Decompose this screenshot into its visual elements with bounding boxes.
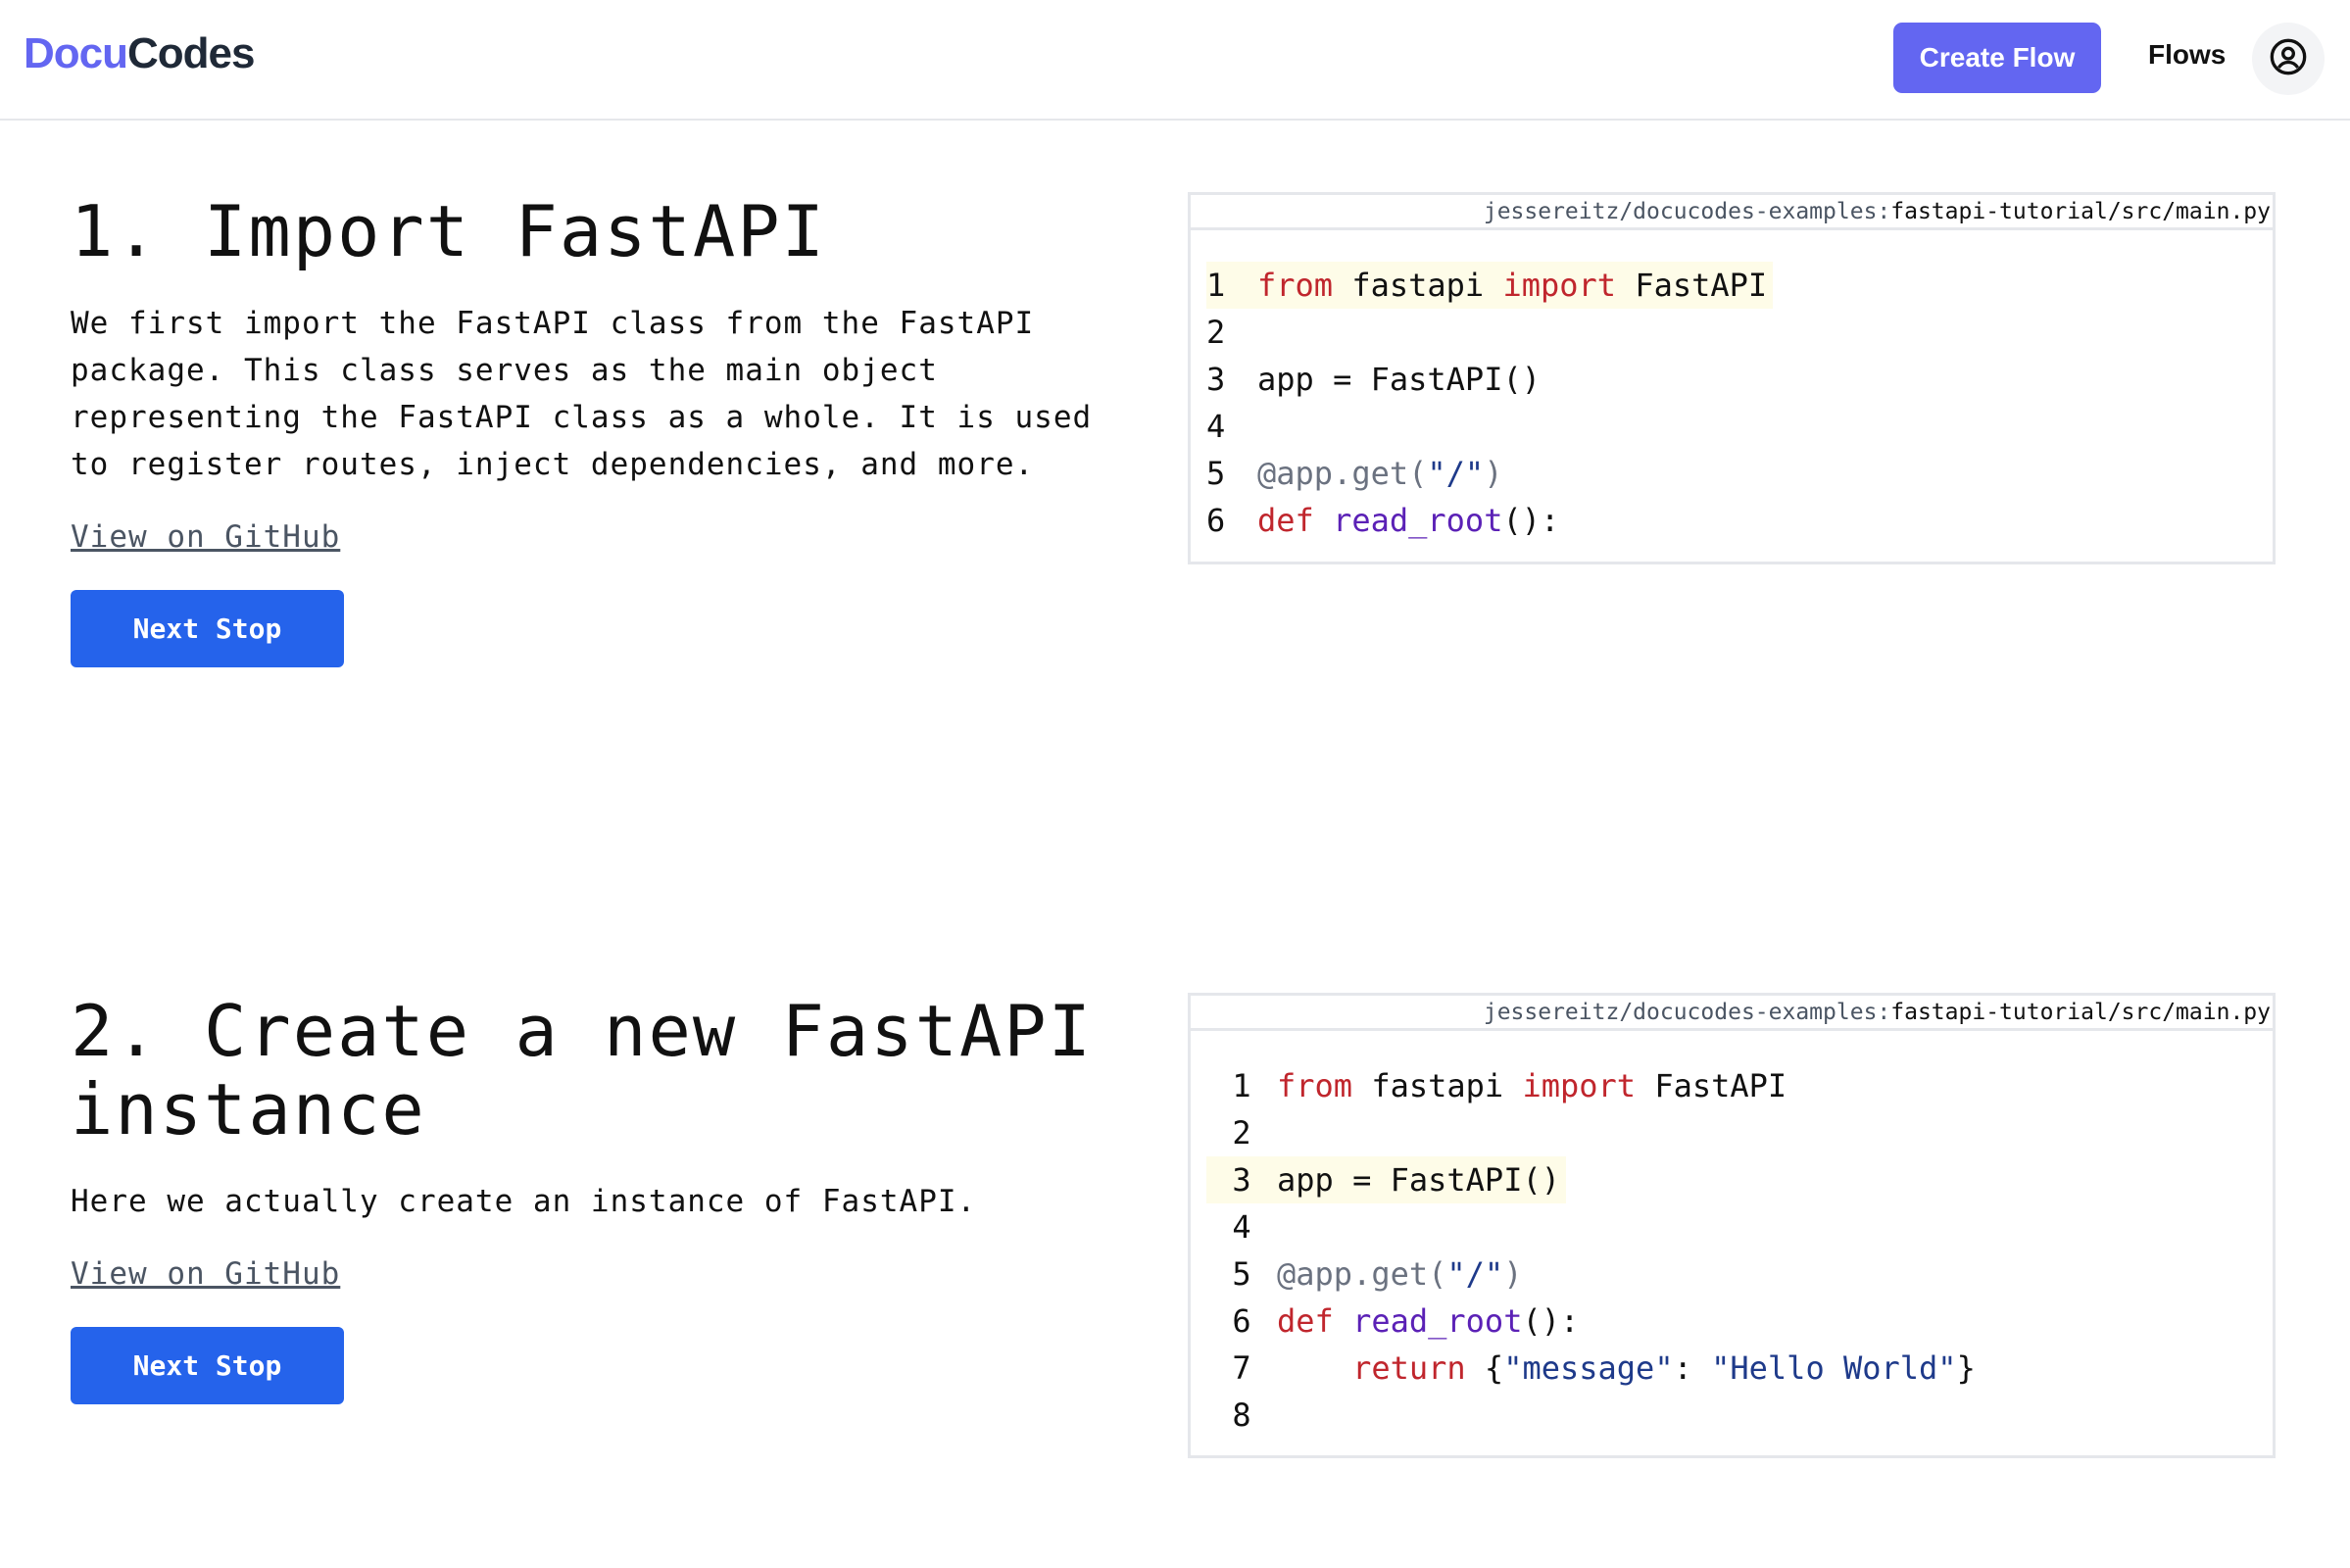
file-name: fastapi-tutorial/src/main.py — [1890, 1000, 2271, 1025]
file-path: jessereitz/docucodes-examples:fastapi-tu… — [1191, 996, 2273, 1031]
next-stop-button[interactable]: Next Stop — [71, 590, 344, 667]
user-circle-icon — [2269, 37, 2308, 81]
code-line-4: 4 — [1232, 1208, 1251, 1246]
code-line-7: 7 return {"message": "Hello World"} — [1232, 1349, 1976, 1387]
top-nav-bar: DocuCodes Create Flow Flows — [0, 0, 2350, 121]
stop-title: 2. Create a new FastAPI instance — [71, 990, 1093, 1151]
docucodes-logo[interactable]: DocuCodes — [24, 29, 255, 78]
code-viewer: jessereitz/docucodes-examples:fastapi-tu… — [1188, 192, 2276, 564]
logo-text-docu: Docu — [24, 29, 128, 77]
logo-text-codes: Codes — [127, 29, 255, 77]
file-name: fastapi-tutorial/src/main.py — [1890, 199, 2271, 224]
view-on-github-link[interactable]: View on GitHub — [71, 519, 341, 555]
flows-link[interactable]: Flows — [2148, 39, 2227, 70]
user-menu-button[interactable] — [2252, 23, 2325, 95]
view-on-github-link[interactable]: View on GitHub — [71, 1256, 341, 1292]
code-viewer: jessereitz/docucodes-examples:fastapi-tu… — [1188, 993, 2276, 1458]
stop-description: Here we actually create an instance of F… — [71, 1184, 977, 1219]
create-flow-button[interactable]: Create Flow — [1893, 23, 2101, 93]
code-line-4: 4 — [1206, 408, 1226, 445]
repo-name: jessereitz/docucodes-examples: — [1483, 199, 1891, 224]
stop-title: 1. Import FastAPI — [71, 190, 826, 272]
code-line-2: 2 — [1206, 314, 1226, 351]
next-stop-button[interactable]: Next Stop — [71, 1327, 344, 1404]
code-line-2: 2 — [1232, 1114, 1251, 1152]
code-line-5: 5@app.get("/") — [1232, 1255, 1523, 1293]
repo-name: jessereitz/docucodes-examples: — [1483, 1000, 1891, 1025]
stop-description: We first import the FastAPI class from t… — [71, 306, 1093, 482]
code-line-8: 8 — [1232, 1396, 1251, 1434]
file-path: jessereitz/docucodes-examples:fastapi-tu… — [1191, 195, 2273, 230]
code-line-5: 5@app.get("/") — [1206, 455, 1503, 492]
